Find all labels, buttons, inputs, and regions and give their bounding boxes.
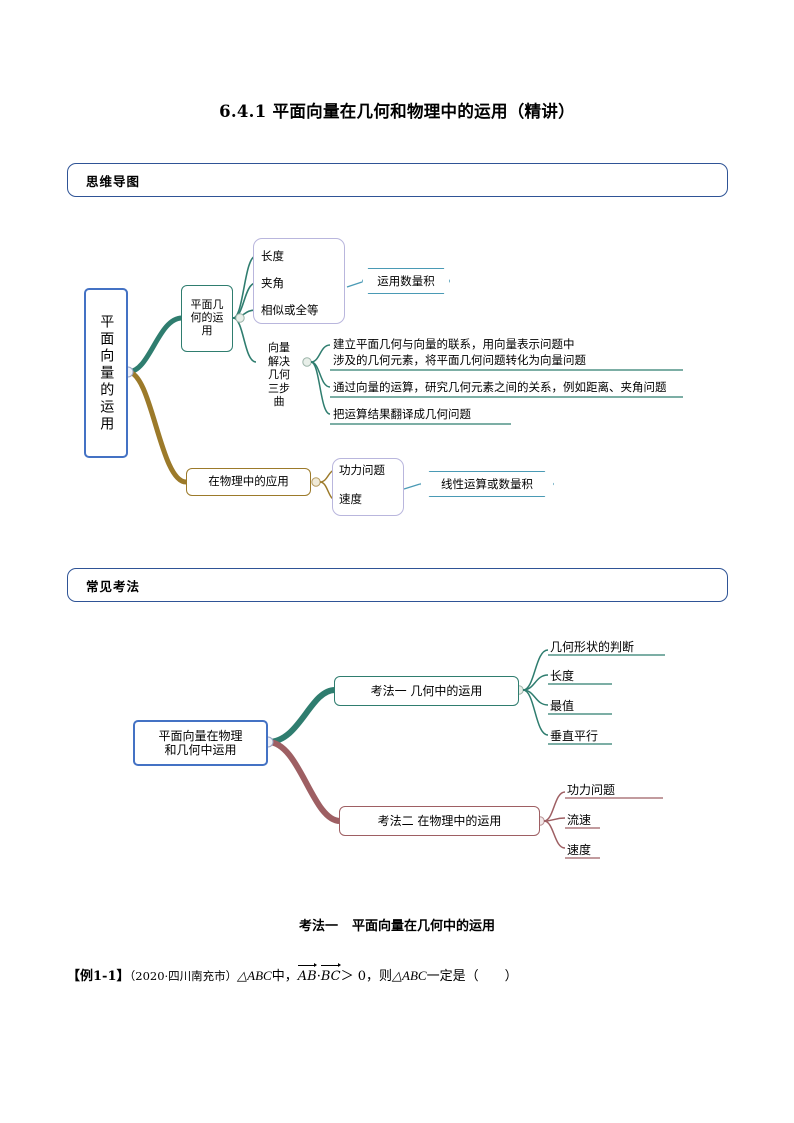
mindmap1-root-label: 平面向量的运用 bbox=[98, 313, 115, 433]
mindmap1-physics-leaf-0: 功力问题 bbox=[339, 463, 385, 477]
mindmap2-root-line1: 平面向量在物理 bbox=[158, 728, 243, 743]
mindmap1-root-node: 平面向量的运用 bbox=[84, 288, 128, 458]
mindmap1-physics-callout: 线性运算或数量积 bbox=[420, 471, 554, 497]
example-text-1: 中， bbox=[271, 969, 298, 984]
mindmap2-branch-2-leaf-2: 速度 bbox=[567, 843, 592, 857]
mindmap1-geometry-leaf-2: 相似或全等 bbox=[261, 303, 319, 317]
mindmap1-physics-leafbox bbox=[332, 458, 404, 516]
example-relation: ＞ 0 bbox=[340, 969, 366, 984]
mindmap1-geometry-callout: 运用数量积 bbox=[362, 268, 450, 294]
mindmap1-geometry-leaf-1: 夹角 bbox=[261, 276, 284, 290]
example-source: （2020·四川南充市） bbox=[129, 969, 238, 983]
mindmap1-geometry-callout-label: 运用数量积 bbox=[377, 274, 435, 288]
mindmap2-branch-2: 考法二 在物理中的运用 bbox=[339, 806, 540, 836]
example-vector-bc: BC bbox=[320, 963, 341, 984]
mindmap2-branch-1-leaf-2: 最值 bbox=[550, 699, 575, 713]
mindmap2-branch-2-label: 考法二 在物理中的运用 bbox=[377, 813, 502, 828]
section-header-mindmap-label: 思维导图 bbox=[86, 174, 141, 189]
example-text-4: ） bbox=[504, 969, 518, 984]
example-triangle-1: △ABC bbox=[237, 968, 272, 983]
section-header-exam-label: 常见考法 bbox=[86, 579, 141, 594]
mindmap2-branch-1-leaf-3: 垂直平行 bbox=[550, 729, 599, 743]
method-section-label: 考法一 bbox=[298, 919, 338, 934]
mindmap1-branch-physics: 在物理中的应用 bbox=[186, 468, 311, 496]
mindmap2-branch-1-label: 考法一 几何中的运用 bbox=[370, 683, 483, 698]
mindmap1-step-2: 通过向量的运算，研究几何元素之间的关系，例如距离、夹角问题 bbox=[333, 380, 667, 394]
method-section-name: 平面向量在几何中的运用 bbox=[352, 919, 496, 934]
mindmap2-branch-1-leaf-1: 长度 bbox=[550, 669, 575, 683]
mindmap2-branch-2-leaf-0: 功力问题 bbox=[567, 783, 616, 797]
page-title: 6.4.1 平面向量在几何和物理中的运用（精讲） bbox=[219, 102, 575, 121]
mindmap1-physics-leaf-1: 速度 bbox=[339, 492, 362, 506]
mindmap1-steps-label-text: 向量解决几何三步曲 bbox=[268, 341, 290, 409]
mindmap2-branch-1: 考法一 几何中的运用 bbox=[334, 676, 519, 706]
mindmap1-branch-geometry-label: 平面几何的运用 bbox=[190, 298, 224, 337]
example-text-3: 一定是（ bbox=[426, 969, 479, 984]
mindmap1-step-1: 涉及的几何元素，将平面几何问题转化为向量问题 bbox=[333, 353, 586, 367]
mindmap1-step-3: 把运算结果翻译成几何问题 bbox=[333, 407, 471, 421]
mindmap2-branch-2-leaf-1: 流速 bbox=[567, 813, 592, 827]
method-section-title: 考法一平面向量在几何中的运用 bbox=[0, 915, 794, 934]
mindmap2-branch-1-leaf-0: 几何形状的判断 bbox=[550, 640, 635, 654]
section-header-mindmap: 思维导图 bbox=[67, 163, 728, 197]
example-triangle-2: △ABC bbox=[392, 968, 427, 983]
example-text-2: ，则 bbox=[366, 969, 393, 984]
example-tag: 【例1-1】 bbox=[67, 969, 130, 984]
mindmap1-geometry-leaf-0: 长度 bbox=[261, 249, 284, 263]
example-problem: 【例1-1】（2020·四川南充市）△ABC中，AB·BC＞ 0，则△ABC一定… bbox=[67, 963, 747, 984]
mindmap1-steps-label: 向量解决几何三步曲 bbox=[256, 331, 302, 419]
example-dot-operator: · bbox=[316, 969, 321, 984]
mindmap1-branch-physics-label: 在物理中的应用 bbox=[208, 474, 289, 489]
mindmap1-physics-callout-label: 线性运算或数量积 bbox=[441, 477, 533, 491]
mindmap1-step-0: 建立平面几何与向量的联系，用向量表示问题中 bbox=[333, 337, 575, 351]
section-header-exam: 常见考法 bbox=[67, 568, 728, 602]
example-vector-ab: AB bbox=[297, 963, 317, 984]
mindmap1-geometry-leafbox bbox=[253, 238, 345, 324]
mindmap2-root-line2: 和几何中运用 bbox=[164, 743, 237, 757]
mindmap2-root-node: 平面向量在物理 和几何中运用 bbox=[133, 720, 268, 766]
mindmap1-branch-geometry: 平面几何的运用 bbox=[181, 285, 233, 352]
